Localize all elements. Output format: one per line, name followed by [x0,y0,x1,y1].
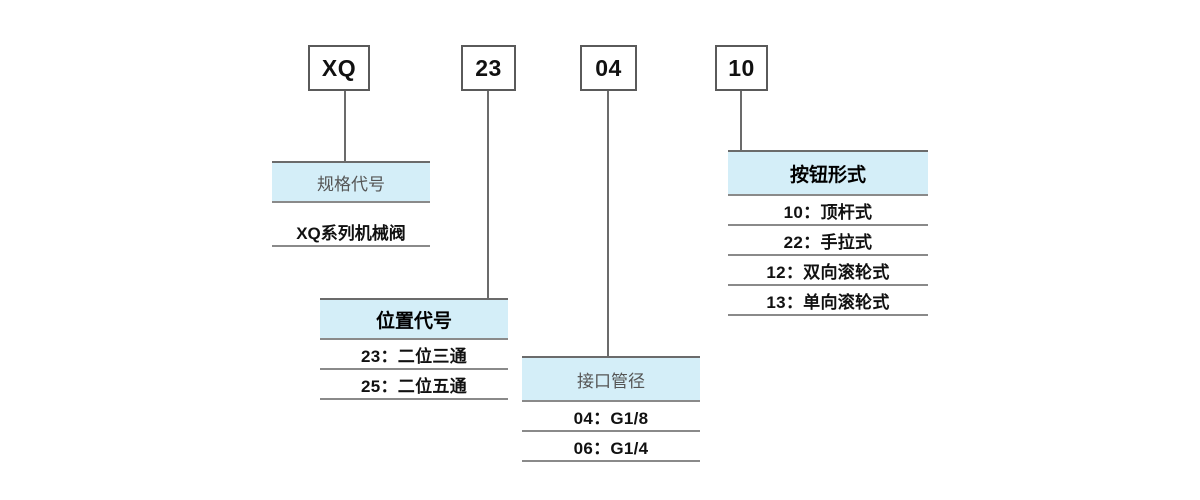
group-spec-header: 规格代号 [272,163,430,201]
group-spec-header-rule [272,201,430,203]
group-position-row-1: 25：二位五通 [360,376,467,396]
connector-spec [344,91,346,163]
group-port-row-rule-0 [522,430,700,432]
group-port-row-rule-1 [522,460,700,462]
connector-port [607,91,609,358]
group-button-row-rule-2 [728,284,928,286]
group-button-header: 按钮形式 [728,152,928,194]
group-button-row-1: 22：手拉式 [783,232,873,252]
group-spec-row-rule-0 [272,245,430,247]
connector-button-lower [740,125,742,152]
code-box-spec: XQ [308,45,370,91]
group-button-row-rule-1 [728,254,928,256]
group-port-row-0: 04：G1/8 [573,408,649,428]
group-position-row-rule-1 [320,398,508,400]
group-button-row-rule-3 [728,314,928,316]
group-spec-top-rule [272,161,430,163]
group-button-row-3: 13：单向滚轮式 [766,292,890,312]
group-button-row-2: 12：双向滚轮式 [766,262,890,282]
group-button-row-rule-0 [728,224,928,226]
code-box-port: 04 [580,45,637,91]
group-position-header-rule [320,338,508,340]
group-spec: 规格代号 XQ系列机械阀 [272,161,430,247]
group-button-header-rule [728,194,928,196]
group-spec-row-0: XQ系列机械阀 [296,223,406,243]
group-port-header: 接口管径 [522,358,700,400]
group-position-header: 位置代号 [320,300,508,338]
connector-position [487,91,489,299]
group-port-header-rule [522,400,700,402]
code-box-position: 23 [461,45,516,91]
group-button: 按钮形式 10：顶杆式 22：手拉式 12：双向滚轮式 13：单向滚轮式 [728,150,928,316]
group-button-top-rule [728,150,928,152]
group-port-top-rule [522,356,700,358]
group-spec-spacer [272,203,430,217]
group-position-top-rule [320,298,508,300]
group-position: 位置代号 23：二位三通 25：二位五通 [320,298,508,400]
group-port: 接口管径 04：G1/8 06：G1/4 [522,356,700,462]
group-position-row-rule-0 [320,368,508,370]
group-port-row-1: 06：G1/4 [573,438,649,458]
connector-button-upper [740,91,742,125]
code-box-button: 10 [715,45,768,91]
group-button-row-0: 10：顶杆式 [783,202,873,222]
group-position-row-0: 23：二位三通 [360,346,467,366]
